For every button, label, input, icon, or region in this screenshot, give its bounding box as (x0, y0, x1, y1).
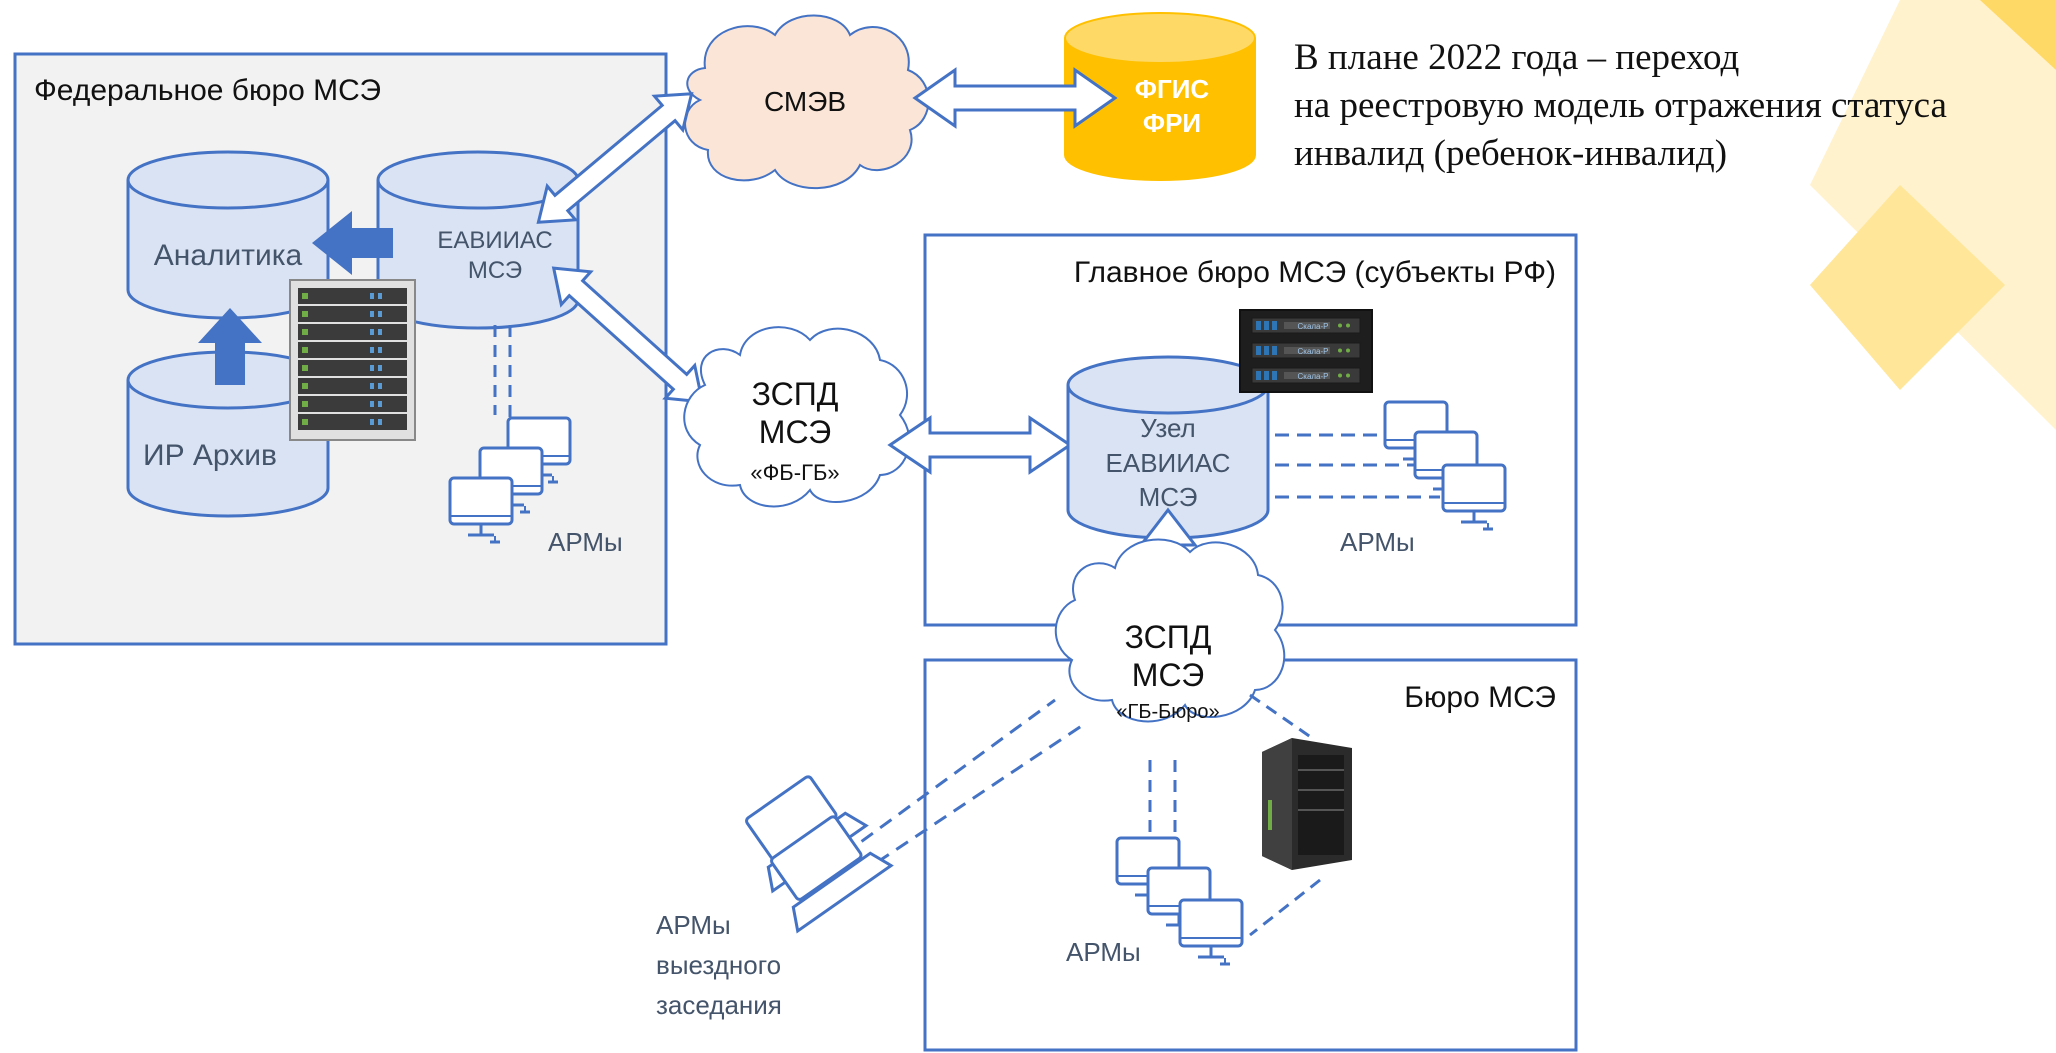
node-label-line3: МСЭ (1139, 482, 1198, 512)
eaviias-smev-double-arrow (536, 92, 694, 224)
smev-fgis-double-arrow (912, 67, 1118, 129)
plan-note-line3: инвалид (ребенок-инвалид) (1294, 133, 1728, 174)
main-bureau-title: Главное бюро МСЭ (субъекты РФ) (1074, 256, 1556, 289)
zspd-gb-bureau-cloud: ЗСПД МСЭ «ГБ-Бюро» (1054, 538, 1286, 723)
archive-to-analytics-arrow (198, 308, 262, 385)
plan-note: В плане 2022 года – переход на реестрову… (1294, 34, 2054, 178)
eaviias-label-line1: ЕАВИИАС (437, 227, 552, 254)
analytics-database: Аналитика (126, 150, 330, 320)
smev-cloud: СМЭВ (684, 14, 930, 190)
node-label-line2: ЕАВИИАС (1106, 448, 1231, 478)
zspd-fb-gb-cloud: ЗСПД МСЭ «ФБ-ГБ» (683, 326, 911, 508)
smev-label: СМЭВ (764, 86, 846, 117)
main-bureau-arm-workstations: АРМы (1275, 400, 1507, 557)
tower-server-icon (1262, 738, 1352, 870)
node-eaviias-database: Узел ЕАВИИАС МСЭ (1066, 355, 1270, 540)
plan-note-line1: В плане 2022 года – переход (1294, 37, 1740, 78)
fgis-label-line1: ФГИС (1135, 74, 1210, 104)
zspd-gb-bureau-line3: «ГБ-Бюро» (1116, 701, 1219, 723)
bureau-arm-label: АРМы (1066, 937, 1141, 967)
federal-arm-label: АРМы (548, 527, 623, 557)
server-rack-icon (289, 279, 416, 441)
field-laptop-workstations: АРМы выездного заседания (656, 698, 1084, 1020)
field-arm-label-line1: АРМы (656, 910, 731, 940)
skala-label: Скала-Р (1297, 347, 1328, 356)
field-arm-label-line2: выездного (656, 950, 781, 980)
fgis-label-line2: ФРИ (1143, 108, 1201, 138)
plan-note-line2: на реестровую модель отражения статуса (1294, 85, 1947, 126)
analytics-label: Аналитика (154, 239, 303, 272)
federal-arm-workstations: АРМы (448, 325, 623, 557)
skala-label: Скала-Р (1297, 322, 1328, 331)
bureau-title: Бюро МСЭ (1404, 681, 1556, 714)
ir-archive-label: ИР Архив (143, 439, 277, 472)
decorative-diamonds (1810, 0, 2056, 430)
zspd-gb-bureau-line1: ЗСПД (1125, 619, 1212, 655)
fgis-fri-database: ФГИС ФРИ (1064, 12, 1256, 181)
bureau-panel: Бюро МСЭ (923, 658, 1578, 1052)
main-bureau-arm-label: АРМы (1340, 527, 1415, 557)
zspd-fb-gb-line3: «ФБ-ГБ» (750, 460, 839, 485)
blade-server-icon: Скала-Р Скала-Р Скала-Р (1239, 309, 1373, 393)
bureau-arm-workstations: АРМы (1066, 693, 1321, 967)
federal-bureau-title: Федеральное бюро МСЭ (34, 74, 381, 107)
field-arm-label-line3: заседания (656, 990, 782, 1020)
zspd-fb-gb-line2: МСЭ (759, 414, 831, 450)
skala-label: Скала-Р (1297, 372, 1328, 381)
eaviias-to-analytics-arrow (312, 211, 393, 275)
zspd-gb-bureau-line2: МСЭ (1132, 657, 1204, 693)
node-label-line1: Узел (1140, 413, 1195, 443)
eaviias-label-line2: МСЭ (468, 257, 522, 284)
zspd-fb-gb-line1: ЗСПД (752, 376, 839, 412)
laptop-icon (770, 815, 894, 934)
